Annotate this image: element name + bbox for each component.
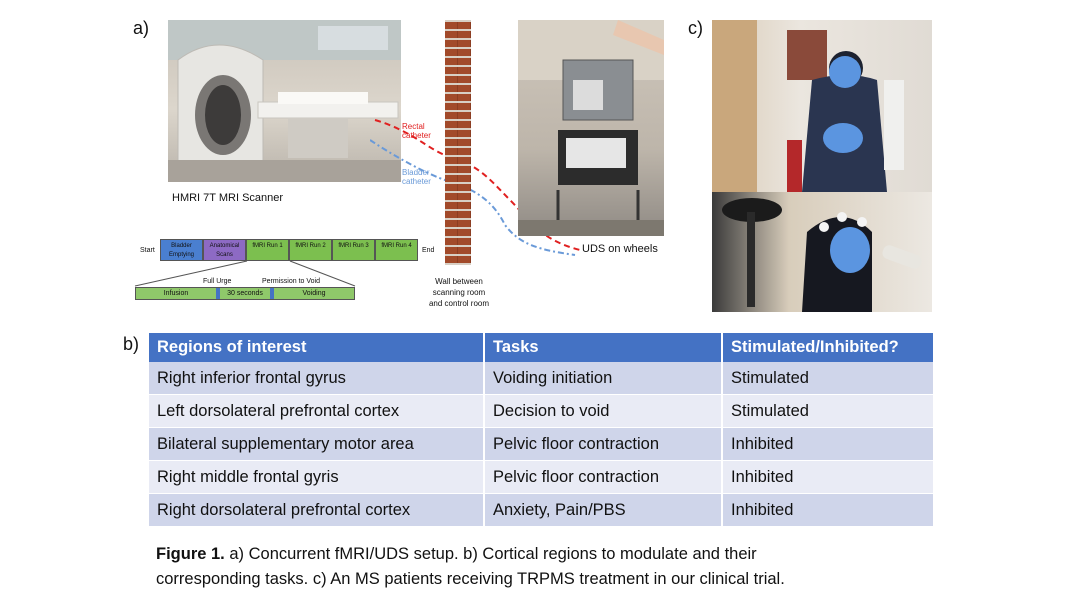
table-row: Left dorsolateral prefrontal cortex Deci… bbox=[149, 394, 933, 428]
panel-label-a: a) bbox=[133, 18, 150, 38]
table-cell: Inhibited bbox=[721, 427, 933, 461]
patient-closeup-photo bbox=[712, 192, 932, 312]
table-cell: Right middle frontal gyris bbox=[149, 460, 484, 494]
figure-caption: Figure 1. a) Concurrent fMRI/UDS setup. … bbox=[156, 542, 956, 592]
table-cell: Decision to void bbox=[483, 394, 722, 428]
caption-text-1: a) Concurrent fMRI/UDS setup. b) Cortica… bbox=[224, 545, 757, 563]
seq-step-label: fMRI Run 2 bbox=[295, 243, 326, 249]
rectal-catheter-label: Rectal catheter bbox=[402, 122, 431, 140]
table-cell: Right inferior frontal gyrus bbox=[149, 362, 484, 395]
table-cell: Bilateral supplementary motor area bbox=[149, 427, 484, 461]
uds-cart-photo bbox=[518, 20, 664, 236]
scanner-label: HMRI 7T MRI Scanner bbox=[172, 192, 284, 204]
caption-figure-number: Figure 1. bbox=[156, 545, 225, 563]
table-row: Right dorsolateral prefrontal cortex Anx… bbox=[149, 493, 933, 526]
sequence-end-label: End bbox=[422, 247, 435, 254]
table-cell: Stimulated bbox=[721, 394, 933, 428]
infusion-segment: Infusion bbox=[136, 288, 216, 299]
caption-line-2: corresponding tasks. c) An MS patients r… bbox=[156, 570, 785, 588]
table-header-row: Regions of interest Tasks Stimulated/Inh… bbox=[149, 333, 933, 362]
seq-step-label: Anatomical Scans bbox=[209, 243, 240, 258]
seq-step-fmri-3: fMRI Run 3 bbox=[332, 239, 375, 261]
table-cell: Pelvic floor contraction bbox=[483, 427, 722, 461]
wall-label: Wall between scanning room and control r… bbox=[414, 276, 504, 309]
table-row: Right middle frontal gyris Pelvic floor … bbox=[149, 460, 933, 494]
sub-sequence-bar: Infusion 30 seconds Voiding bbox=[135, 287, 355, 300]
panel-label-c: c) bbox=[688, 18, 703, 38]
wall-label-line-2: scanning room bbox=[432, 288, 486, 297]
permission-to-void-label: Permission to Void bbox=[262, 278, 320, 285]
bladder-catheter-label: Bladder catheter bbox=[402, 168, 431, 186]
seq-step-fmri-1: fMRI Run 1 bbox=[246, 239, 289, 261]
table-cell: Inhibited bbox=[721, 460, 933, 494]
table-row: Bilateral supplementary motor area Pelvi… bbox=[149, 427, 933, 461]
table-cell: Anxiety, Pain/PBS bbox=[483, 493, 722, 526]
table-cell: Left dorsolateral prefrontal cortex bbox=[149, 394, 484, 428]
seq-step-label: Bladder Emptying bbox=[168, 243, 194, 258]
permission-marker bbox=[270, 288, 274, 299]
brick-wall-image bbox=[445, 20, 471, 265]
caption-line-1: Figure 1. a) Concurrent fMRI/UDS setup. … bbox=[156, 542, 956, 567]
table-cell: Voiding initiation bbox=[483, 362, 722, 395]
col-header-tasks: Tasks bbox=[483, 333, 722, 362]
uds-label: UDS on wheels bbox=[582, 243, 658, 255]
thirty-seconds-segment: 30 seconds bbox=[220, 288, 270, 299]
wall-label-line-3: and control room bbox=[428, 299, 490, 308]
table-cell: Inhibited bbox=[721, 493, 933, 526]
table-cell: Stimulated bbox=[721, 362, 933, 395]
regions-table: Regions of interest Tasks Stimulated/Inh… bbox=[149, 333, 933, 526]
col-header-stimulated: Stimulated/Inhibited? bbox=[721, 333, 933, 362]
seq-step-bladder-emptying: Bladder Emptying bbox=[160, 239, 203, 261]
sequence-start-label: Start bbox=[140, 247, 155, 254]
seq-step-label: fMRI Run 1 bbox=[252, 243, 283, 249]
seq-step-fmri-4: fMRI Run 4 bbox=[375, 239, 418, 261]
table-cell: Pelvic floor contraction bbox=[483, 460, 722, 494]
mri-scanner-photo bbox=[168, 20, 401, 182]
col-header-regions: Regions of interest bbox=[149, 333, 484, 362]
voiding-segment: Voiding bbox=[274, 288, 354, 299]
table-cell: Right dorsolateral prefrontal cortex bbox=[149, 493, 484, 526]
seq-step-fmri-2: fMRI Run 2 bbox=[289, 239, 332, 261]
full-urge-label: Full Urge bbox=[203, 278, 232, 285]
seq-step-anatomical: Anatomical Scans bbox=[203, 239, 246, 261]
seq-step-label: fMRI Run 3 bbox=[338, 243, 369, 249]
wall-label-line-1: Wall between bbox=[435, 277, 483, 286]
sequence-expand-lines bbox=[134, 260, 356, 287]
table-row: Right inferior frontal gyrus Voiding ini… bbox=[149, 362, 933, 395]
panel-label-b: b) bbox=[123, 334, 140, 354]
seq-step-label: fMRI Run 4 bbox=[381, 243, 412, 249]
patient-seated-photo bbox=[712, 20, 932, 192]
urge-marker bbox=[216, 288, 220, 299]
